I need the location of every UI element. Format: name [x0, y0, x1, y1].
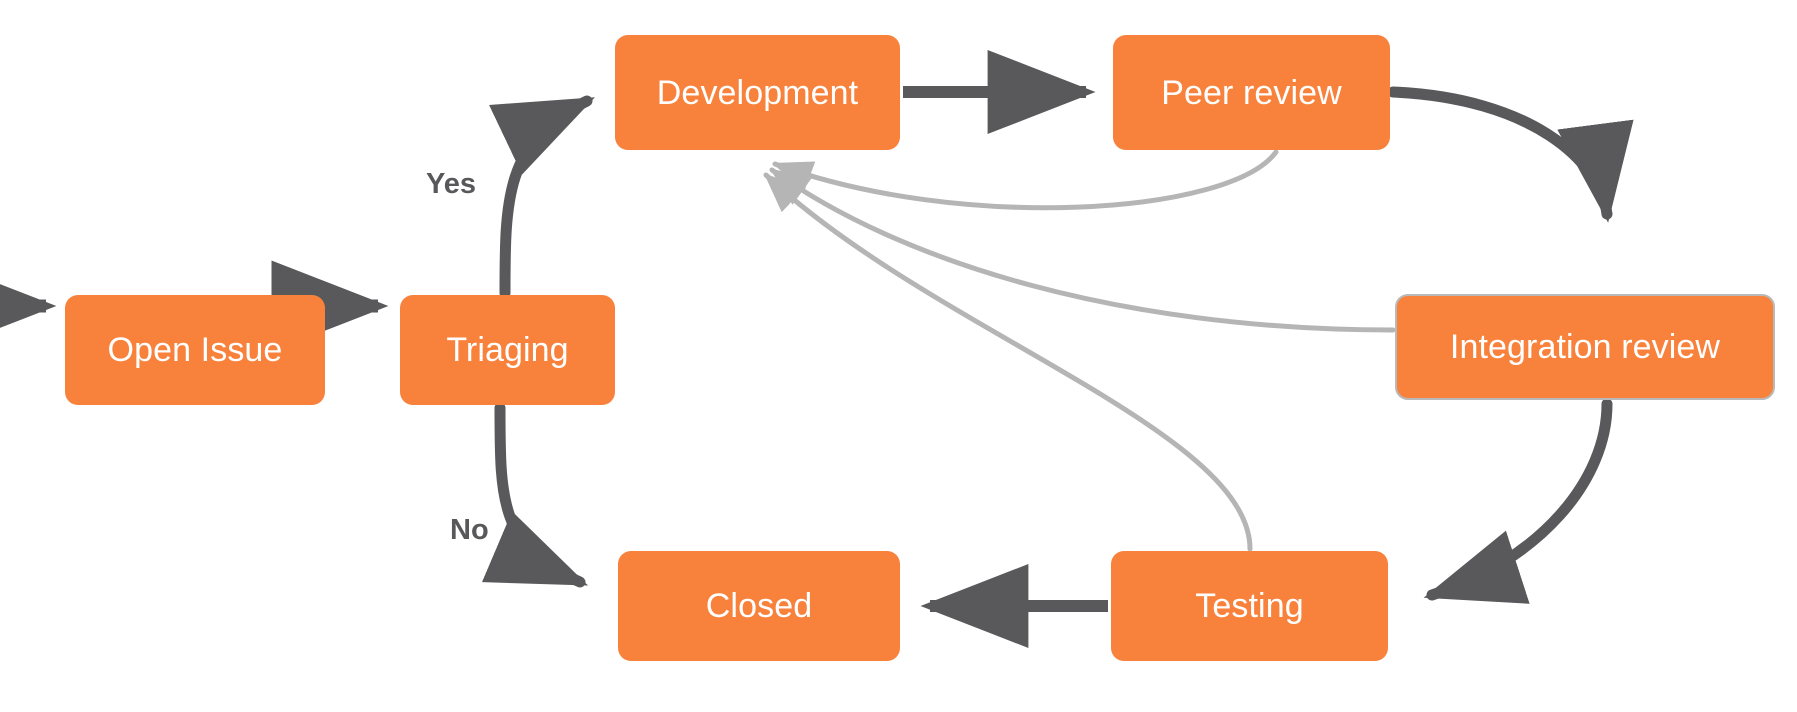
node-label-development: Development — [656, 73, 859, 112]
edge-label-no: No — [450, 514, 489, 546]
edge-integration-review-to-development-feedback — [769, 167, 1396, 333]
node-label-integration-review: Integration review — [1449, 328, 1721, 366]
node-peer-review[interactable]: Peer review — [1113, 35, 1390, 150]
edge-integration-review-to-testing — [1423, 398, 1613, 604]
node-integration-review[interactable]: Integration review — [1395, 294, 1775, 400]
node-label-open-issue: Open Issue — [107, 331, 283, 369]
edge-testing-to-development-feedback — [763, 172, 1253, 552]
node-triaging[interactable]: Triaging — [400, 295, 615, 405]
edge-peer-review-to-integration-review — [1387, 86, 1634, 223]
node-label-testing: Testing — [1195, 587, 1304, 625]
node-development[interactable]: Development — [615, 35, 900, 150]
node-label-peer-review: Peer review — [1161, 73, 1342, 112]
edge-triaging-to-closed — [481, 402, 589, 588]
node-closed[interactable]: Closed — [618, 551, 900, 661]
edge-label-yes: Yes — [426, 168, 476, 200]
edge-triaging-to-development — [489, 95, 595, 299]
edge-peer-review-to-development-feedback — [772, 149, 1279, 211]
node-label-triaging: Triaging — [446, 331, 569, 369]
node-open-issue[interactable]: Open Issue — [65, 295, 325, 405]
node-testing[interactable]: Testing — [1111, 551, 1388, 661]
node-label-closed: Closed — [705, 587, 813, 625]
